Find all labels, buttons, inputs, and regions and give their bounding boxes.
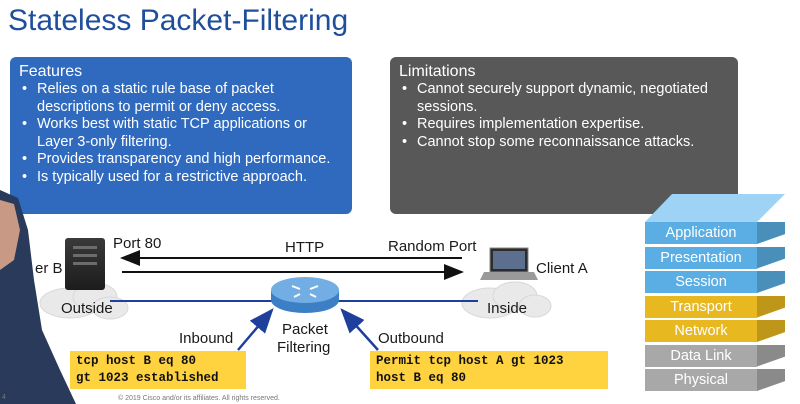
inbound-rule-box: tcp host B eq 80 gt 1023 established <box>70 351 246 389</box>
bullet-icon: • <box>22 168 28 185</box>
outside-label: Outside <box>61 300 113 317</box>
outbound-rule-box: Permit tcp host A gt 1023 host B eq 80 <box>370 351 608 389</box>
bullet-icon: • <box>402 81 408 97</box>
features-list: • Relies on a static rule base of packet … <box>19 81 344 186</box>
server-label: er B <box>35 260 63 277</box>
page-number: 4 <box>2 394 6 401</box>
features-panel: Features • Relies on a static rule base o… <box>10 57 352 214</box>
limitations-list: • Cannot securely support dynamic, negoti… <box>399 81 730 151</box>
osi-layer: Network <box>645 320 757 342</box>
outbound-rule-line: host B eq 80 <box>376 371 467 385</box>
bullet-icon: • <box>22 151 28 167</box>
outside-cloud <box>39 282 129 320</box>
feature-text: Relies on a static rule base of packet d… <box>37 81 281 115</box>
list-item: • Cannot securely support dynamic, negoti… <box>399 81 730 116</box>
list-item: • Cannot stop some reconnaissance attacks… <box>399 134 730 152</box>
packet-filtering-label-2: Filtering <box>277 339 331 356</box>
outbound-rule-line: Permit tcp host A gt 1023 <box>376 354 564 368</box>
list-item: • Requires implementation expertise. <box>399 116 730 134</box>
bullet-icon: • <box>402 133 408 150</box>
osi-layer: Presentation <box>645 246 757 269</box>
inbound-arrow <box>237 308 274 351</box>
server-icon <box>65 238 105 290</box>
osi-layer: Session <box>645 271 757 293</box>
osi-layer: Data Link <box>645 344 757 367</box>
inbound-label: Inbound <box>179 330 234 347</box>
limitations-heading: Limitations <box>399 63 476 80</box>
client-label: Client A <box>536 260 588 277</box>
copyright-footer: © 2019 Cisco and/or its affiliates. All … <box>118 395 280 402</box>
list-item: • Provides transparency and high performa… <box>19 151 344 169</box>
feature-text: Is typically used for a restrictive appr… <box>37 168 307 185</box>
limitation-text: Cannot securely support dynamic, negotia… <box>417 81 708 115</box>
bullet-icon: • <box>402 116 408 132</box>
inbound-rule-line: tcp host B eq 80 <box>76 354 197 368</box>
list-item: • Relies on a static rule base of packet … <box>19 81 344 116</box>
list-item: • Works best with static TCP applications… <box>19 116 344 151</box>
limitation-text: Requires implementation expertise. <box>417 116 645 132</box>
slide-title: Stateless Packet-Filtering <box>8 4 349 37</box>
laptop-icon <box>480 247 538 280</box>
bullet-icon: • <box>22 81 28 97</box>
port80-label: Port 80 <box>113 235 162 252</box>
feature-text: Provides transparency and high performan… <box>37 151 331 167</box>
limitation-text: Cannot stop some reconnaissance attacks. <box>417 133 695 150</box>
router-icon <box>271 277 339 313</box>
random-port-label: Random Port <box>388 238 477 255</box>
limitations-panel: Limitations • Cannot securely support dyn… <box>390 57 738 214</box>
osi-stack-3d <box>645 194 785 222</box>
inside-label: Inside <box>487 300 528 317</box>
presenter-image <box>0 190 76 404</box>
bullet-icon: • <box>22 116 28 132</box>
outbound-label: Outbound <box>378 330 444 347</box>
osi-layer: Physical <box>645 369 757 391</box>
osi-layer: Transport <box>645 295 757 318</box>
outbound-arrow <box>340 308 379 351</box>
http-label: HTTP <box>285 239 325 256</box>
inbound-rule-line: gt 1023 established <box>76 371 219 385</box>
list-item: • Is typically used for a restrictive app… <box>19 169 344 187</box>
packet-filtering-label-1: Packet <box>282 321 328 338</box>
osi-layer: Application <box>645 222 757 244</box>
features-heading: Features <box>19 63 83 80</box>
inside-cloud <box>461 281 552 319</box>
feature-text: Works best with static TCP applications … <box>37 116 307 150</box>
